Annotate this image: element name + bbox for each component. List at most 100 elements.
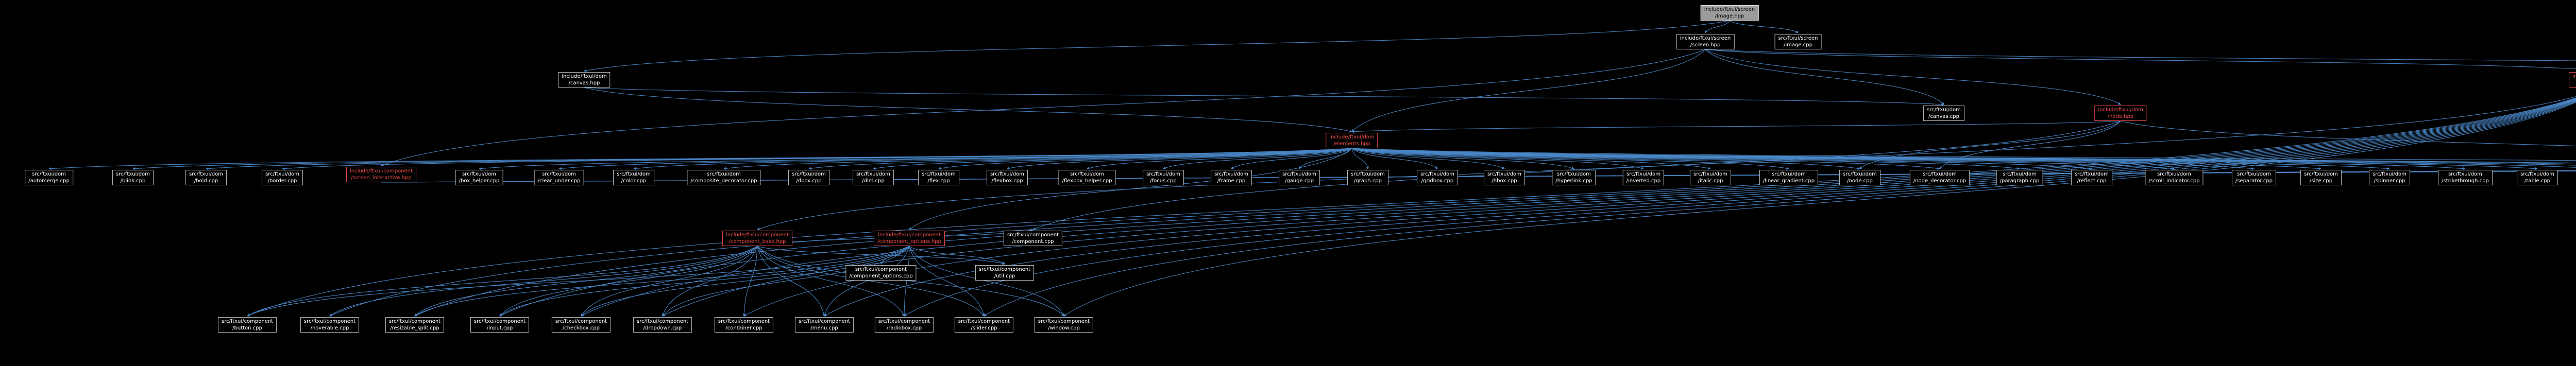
graph-node-node_cpp[interactable]: src/ftxui/dom /node.cpp — [1839, 170, 1880, 185]
graph-edge-component_options_hpp--menu_cpp — [823, 246, 910, 317]
graph-node-menu_cpp[interactable]: src/ftxui/component /menu.cpp — [794, 317, 854, 333]
graph-node-border_cpp[interactable]: src/ftxui/dom /border.cpp — [262, 170, 303, 185]
graph-node-window_cpp[interactable]: src/ftxui/component /window.cpp — [1034, 317, 1094, 333]
graph-node-bold_cpp[interactable]: src/ftxui/dom /bold.cpp — [185, 170, 227, 185]
graph-edge-elements_hpp--automerge_cpp — [48, 148, 1352, 170]
graph-node-hbox_cpp[interactable]: src/ftxui/dom /hbox.cpp — [1484, 170, 1525, 185]
graph-node-canvas_hpp[interactable]: include/ftxui/dom /canvas.hpp — [558, 72, 611, 88]
graph-node-paragraph_cpp[interactable]: src/ftxui/dom /paragraph.cpp — [1996, 170, 2043, 185]
graph-edge-elements_hpp--dim_cpp — [872, 148, 1352, 170]
graph-node-hyperlink_cpp[interactable]: src/ftxui/dom /hyperlink.cpp — [1552, 170, 1596, 185]
graph-edge-component_base_hpp--dropdown_cpp — [662, 246, 758, 317]
graph-node-component_hpp[interactable]: include/ftxui/component /component.hpp — [2569, 72, 2576, 88]
graph-node-util_cpp[interactable]: src/ftxui/component /util.cpp — [975, 265, 1035, 281]
graph-edge-elements_hpp--inverted_cpp — [1351, 148, 1645, 170]
graph-node-screen_interactive_hpp[interactable]: include/ftxui/component /screen_interact… — [346, 167, 416, 182]
graph-node-component_base_hpp[interactable]: include/ftxui/component /component_base.… — [722, 231, 792, 246]
graph-node-table_cpp[interactable]: src/ftxui/dom /table.cpp — [2517, 170, 2558, 185]
graph-edge-component_base_hpp--checkbox_cpp — [581, 246, 758, 317]
graph-node-dbox_cpp[interactable]: src/ftxui/dom /dbox.cpp — [788, 170, 829, 185]
graph-node-box_helper_cpp[interactable]: src/ftxui/dom /box_helper.cpp — [455, 170, 503, 185]
graph-edge-screen_hpp--elements_hpp — [1351, 49, 1706, 132]
graph-node-separator_cpp[interactable]: src/ftxui/dom /separator.cpp — [2231, 170, 2277, 185]
graph-edge-elements_hpp--focus_cpp — [1163, 148, 1352, 169]
graph-edge-component_hpp--radiobox_cpp — [904, 100, 2576, 317]
graph-node-node_decorator_cpp[interactable]: src/ftxui/dom /node_decorator.cpp — [1909, 170, 1970, 185]
graph-node-gridbox_cpp[interactable]: src/ftxui/dom /gridbox.cpp — [1417, 170, 1458, 185]
graph-node-flex_cpp[interactable]: src/ftxui/dom /flex.cpp — [918, 170, 959, 185]
graph-edge-component_options_hpp--checkbox_cpp — [581, 246, 910, 317]
graph-node-frame_cpp[interactable]: src/ftxui/dom /frame.cpp — [1211, 170, 1252, 185]
graph-node-focus_cpp[interactable]: src/ftxui/dom /focus.cpp — [1143, 170, 1184, 185]
graph-node-scroll_indicator_cpp[interactable]: src/ftxui/dom /scroll_indicator.cpp — [2145, 170, 2204, 185]
graph-edge-elements_hpp--flex_cpp — [938, 148, 1352, 170]
graph-node-italic_cpp[interactable]: src/ftxui/dom /italic.cpp — [1690, 170, 1731, 185]
graph-edge-component_options_hpp--util_cpp — [909, 246, 1005, 265]
graph-edge-component_hpp--hoverable_cpp — [329, 98, 2576, 317]
graph-edge-component_options_hpp--window_cpp — [909, 246, 1064, 317]
graph-node-automerge_cpp[interactable]: src/ftxui/dom /automerge.cpp — [25, 170, 73, 185]
graph-node-composite_decorator_cpp[interactable]: src/ftxui/dom /composite_decorator.cpp — [687, 170, 761, 185]
graph-node-input_cpp[interactable]: src/ftxui/component /input.cpp — [470, 317, 530, 333]
graph-node-component_options_cpp[interactable]: src/ftxui/component /component_options.c… — [845, 265, 917, 281]
graph-node-component_cpp[interactable]: src/ftxui/component /component.cpp — [1003, 231, 1063, 246]
graph-edge-component_hpp--dropdown_cpp — [662, 99, 2576, 317]
graph-edge-elements_hpp--selection_cpp — [1351, 148, 2576, 161]
graph-node-node_hpp[interactable]: include/ftxui/dom /node.hpp — [2094, 106, 2147, 121]
graph-node-flexbox_cpp[interactable]: src/ftxui/dom /flexbox.cpp — [987, 170, 1028, 185]
graph-edge-elements_hpp--hbox_cpp — [1351, 148, 1505, 169]
graph-edge-elements_hpp--gridbox_cpp — [1351, 148, 1438, 169]
graph-node-flexbox_helper_cpp[interactable]: src/ftxui/dom /flexbox_helper.cpp — [1058, 170, 1116, 185]
graph-edge-component_hpp--container_cpp — [743, 100, 2576, 317]
graph-edge-screen_hpp--screen_interactive_hpp — [380, 49, 1706, 166]
graph-edge-component_options_hpp--dropdown_cpp — [662, 246, 910, 317]
graph-node-clear_under_cpp[interactable]: src/ftxui/dom /clear_under.cpp — [534, 170, 584, 185]
graph-edge-elements_hpp--border_cpp — [281, 148, 1352, 170]
graph-edge-screen_hpp--canvas_cpp — [1705, 49, 1944, 105]
graph-edge-image_hpp--image_cpp — [1729, 20, 1799, 33]
graph-edge-component_hpp--component_cpp — [1032, 96, 2576, 230]
graph-node-radiobox_cpp[interactable]: src/ftxui/component /radiobox.cpp — [874, 317, 934, 333]
graph-node-reflect_cpp[interactable]: src/ftxui/dom /reflect.cpp — [2071, 170, 2112, 185]
graph-edge-image_hpp--canvas_hpp — [583, 20, 1730, 72]
graph-edge-elements_hpp--node_cpp — [1351, 148, 1861, 170]
graph-node-blink_cpp[interactable]: src/ftxui/dom /blink.cpp — [112, 170, 154, 185]
graph-node-color_cpp[interactable]: src/ftxui/dom /color.cpp — [613, 170, 654, 185]
graph-node-spinner_cpp[interactable]: src/ftxui/dom /spinner.cpp — [2369, 170, 2410, 185]
graph-node-resizable_split_cpp[interactable]: src/ftxui/component /resizable_split.cpp — [385, 317, 445, 333]
graph-node-container_cpp[interactable]: src/ftxui/component /container.cpp — [714, 317, 774, 333]
graph-edge-elements_hpp--gauge_cpp — [1299, 148, 1352, 169]
graph-node-component_options_hpp[interactable]: include/ftxui/component /component_optio… — [874, 231, 945, 246]
graph-node-graph_cpp[interactable]: src/ftxui/dom /graph.cpp — [1347, 170, 1388, 185]
graph-edge-elements_hpp--paragraph_cpp — [1351, 148, 2021, 170]
graph-edge-component_base_hpp--slider_cpp — [757, 246, 985, 317]
graph-edge-component_base_hpp--hoverable_cpp — [329, 246, 758, 317]
graph-node-screen_hpp[interactable]: include/ftxui/screen /screen.hpp — [1676, 34, 1735, 49]
graph-node-button_cpp[interactable]: src/ftxui/component /button.cpp — [217, 317, 277, 333]
graph-edge-screen_hpp--screen_cpp — [1705, 49, 2576, 61]
graph-edge-component_options_hpp--resizable_split_cpp — [414, 246, 910, 317]
graph-edge-component_hpp--checkbox_cpp — [581, 99, 2576, 317]
graph-node-dropdown_cpp[interactable]: src/ftxui/component /dropdown.cpp — [633, 317, 692, 333]
graph-node-dim_cpp[interactable]: src/ftxui/dom /dim.cpp — [853, 170, 894, 185]
graph-edge-component_base_hpp--radiobox_cpp — [757, 246, 905, 317]
graph-edge-node_hpp--elements_hpp — [1351, 120, 2121, 133]
graph-node-elements_hpp[interactable]: include/ftxui/dom /elements.hpp — [1326, 133, 1378, 148]
graph-edge-node_hpp--screen_interactive_cpp — [2120, 120, 2576, 147]
graph-node-strikethrough_cpp[interactable]: src/ftxui/dom /strikethrough.cpp — [2438, 170, 2493, 185]
graph-node-checkbox_cpp[interactable]: src/ftxui/component /checkbox.cpp — [551, 317, 611, 333]
graph-edge-component_options_hpp--input_cpp — [499, 246, 910, 317]
graph-node-gauge_cpp[interactable]: src/ftxui/dom /gauge.cpp — [1279, 170, 1320, 185]
graph-node-image_hpp[interactable]: include/ftxui/screen /image.hpp — [1700, 5, 1759, 21]
graph-edge-component_base_hpp--menu_cpp — [757, 246, 825, 317]
graph-node-linear_gradient_cpp[interactable]: src/ftxui/dom /linear_gradient.cpp — [1759, 170, 1819, 185]
graph-node-size_cpp[interactable]: src/ftxui/dom /size.cpp — [2300, 170, 2342, 185]
graph-node-inverted_cpp[interactable]: src/ftxui/dom /inverted.cpp — [1622, 170, 1665, 185]
graph-node-canvas_cpp[interactable]: src/ftxui/dom /canvas.cpp — [1923, 106, 1964, 121]
graph-node-hoverable_cpp[interactable]: src/ftxui/component /hoverable.cpp — [300, 317, 360, 333]
graph-edge-elements_hpp--component_options_hpp — [909, 148, 1352, 230]
graph-edge-elements_hpp--reflect_cpp — [1351, 148, 2093, 170]
graph-node-image_cpp[interactable]: src/ftxui/screen /image.cpp — [1774, 34, 1822, 49]
graph-node-slider_cpp[interactable]: src/ftxui/component /slider.cpp — [954, 317, 1014, 333]
